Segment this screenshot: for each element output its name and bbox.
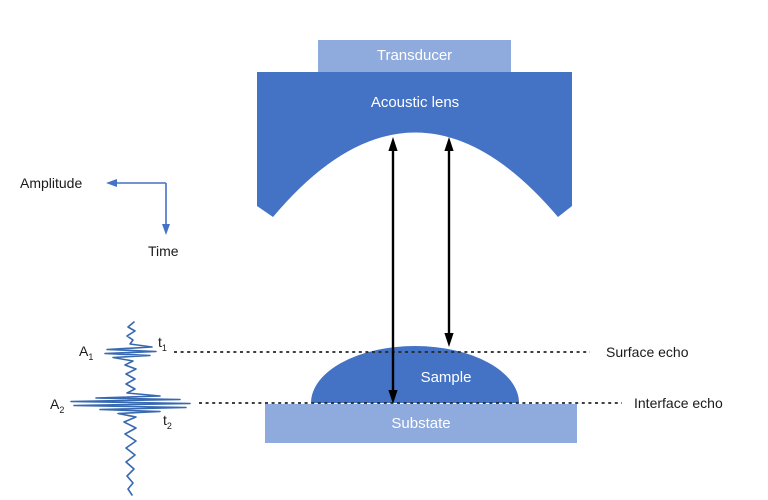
substrate-shape	[265, 404, 577, 443]
amplitude-axis-label: Amplitude	[20, 175, 83, 191]
time-1-base: t	[158, 334, 162, 350]
sample-label: Sample	[420, 369, 472, 386]
interface-echo-arrow	[388, 137, 398, 404]
time-2-label: t2	[163, 413, 172, 431]
acoustic-lens-shape	[257, 72, 572, 217]
sample-shape	[311, 346, 519, 403]
amplitude-2-base: A	[50, 396, 60, 412]
time-1-subscript: 1	[161, 342, 167, 353]
transducer-shape	[318, 40, 511, 72]
time-1-label: t1	[158, 335, 167, 353]
surface-echo-label: Surface echo	[606, 344, 689, 360]
echo-waveform	[70, 321, 191, 496]
acoustic-lens-label: Acoustic lens	[370, 94, 460, 111]
arrow-left-icon	[106, 179, 117, 187]
arrow-down-icon	[162, 224, 170, 235]
amplitude-1-subscript: 1	[88, 351, 94, 362]
transducer-label: Transducer	[376, 47, 453, 64]
arrow-down-icon	[444, 333, 454, 347]
time-axis-label: Time	[148, 243, 179, 259]
amplitude-time-axis	[106, 179, 170, 235]
time-2-subscript: 2	[166, 420, 172, 431]
amplitude-1-label: A1	[79, 344, 93, 362]
arrow-up-icon	[444, 137, 454, 151]
interface-echo-label: Interface echo	[634, 395, 723, 411]
amplitude-2-subscript: 2	[59, 404, 65, 415]
time-2-base: t	[163, 412, 167, 428]
amplitude-1-base: A	[79, 343, 89, 359]
surface-echo-arrow	[444, 137, 454, 347]
arrow-down-icon	[388, 390, 398, 404]
substrate-label: Substate	[391, 415, 451, 432]
arrow-up-icon	[388, 137, 398, 151]
amplitude-2-label: A2	[50, 397, 64, 415]
